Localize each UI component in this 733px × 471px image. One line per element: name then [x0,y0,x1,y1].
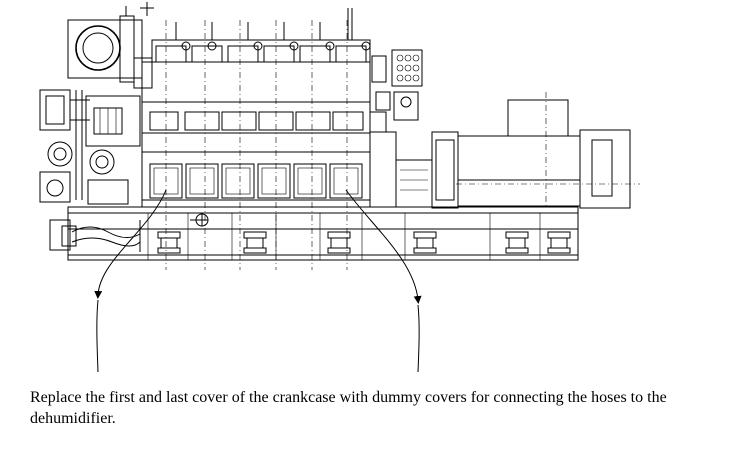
oil-sump-piping [49,219,141,252]
base-frame [67,206,579,261]
drain-valve [190,213,209,227]
pumps [39,141,129,205]
gauge-panel [371,49,423,121]
hose-arrows [94,189,422,373]
hose-arrow-right [345,189,422,304]
turbocharger [67,2,154,89]
cylinder-heads [151,8,371,63]
generator [431,92,640,209]
vibration-mounts [157,231,571,254]
engine-generator-drawing [39,2,640,373]
upper-crankcase-covers [149,111,387,133]
oil-filter-module [75,90,141,200]
flywheel-housing [369,131,433,208]
hose-arrow-left [94,189,167,299]
figure-caption: Replace the first and last cover of the … [30,389,667,427]
crankcase-covers [149,163,363,199]
charge-air-cooler [39,89,90,131]
